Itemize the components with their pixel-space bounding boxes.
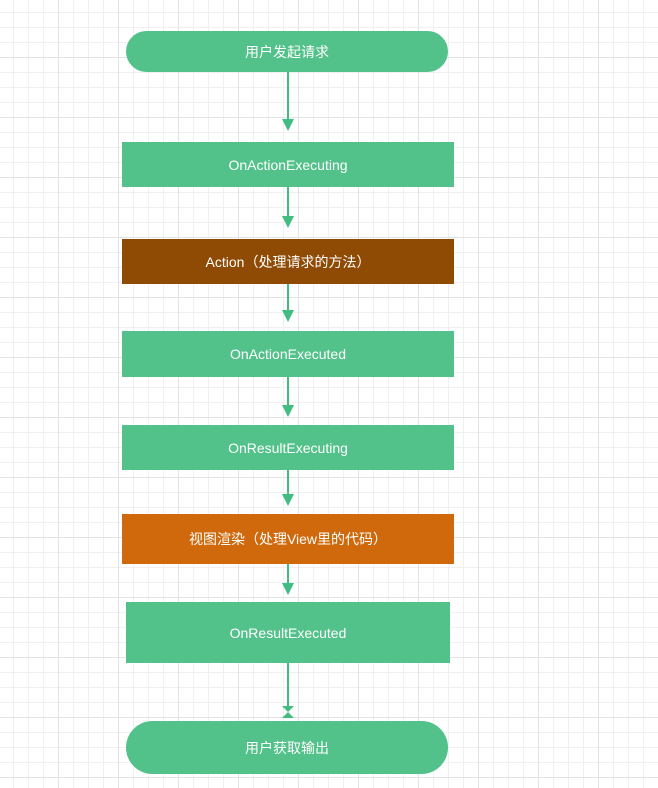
node-label: OnActionExecuting [228,156,348,173]
flow-connector-3[interactable] [281,284,295,322]
node-label: OnActionExecuted [230,346,346,362]
flow-node-on-action-executed[interactable]: OnActionExecuted [122,331,454,377]
flow-connector-2[interactable] [281,187,295,228]
flow-node-view-render[interactable]: 视图渲染（处理View里的代码） [122,514,454,564]
flow-connector-4[interactable] [281,377,295,417]
arrowhead-compressed-icon [282,706,294,718]
node-label: OnResultExecuted [229,624,347,641]
arrowhead-down-icon [282,119,294,131]
flow-node-end[interactable]: 用户获取输出 [126,721,448,774]
node-label: 用户获取输出 [245,739,329,756]
node-label: Action（处理请求的方法） [205,253,371,270]
flow-connector-6[interactable] [281,564,295,595]
node-label: OnResultExecuting [228,439,348,456]
flow-node-on-result-executed[interactable]: OnResultExecuted [126,602,450,663]
arrowhead-down-icon [282,310,294,322]
node-label: 视图渲染（处理View里的代码） [188,531,388,547]
flow-node-start[interactable]: 用户发起请求 [126,31,448,72]
arrowhead-down-icon [282,583,294,595]
flow-node-action[interactable]: Action（处理请求的方法） [122,239,454,284]
flow-node-on-action-executing[interactable]: OnActionExecuting [122,142,454,187]
flow-connector-7[interactable] [281,663,295,718]
node-label: 用户发起请求 [245,43,329,60]
flow-connector-1[interactable] [281,72,295,131]
arrowhead-down-icon [282,494,294,506]
flow-connector-5[interactable] [281,470,295,506]
arrowhead-down-icon [282,216,294,228]
flow-node-on-result-executing[interactable]: OnResultExecuting [122,425,454,470]
arrowhead-down-icon [282,405,294,417]
